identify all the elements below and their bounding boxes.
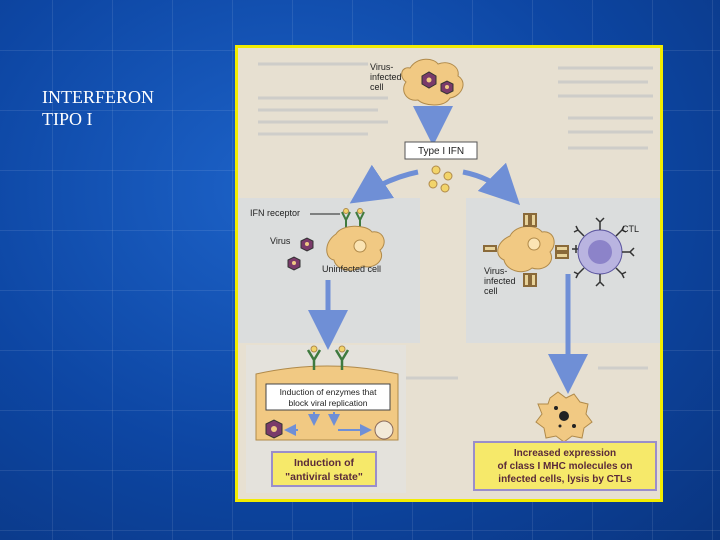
virus-label: Virus: [270, 236, 291, 246]
mhc-molecule-icon: [483, 213, 569, 287]
degraded-virus-icon: [374, 420, 394, 440]
arrow-to-uninfected: [349, 164, 419, 204]
virus-infected-cell-right: [497, 226, 555, 273]
type-ifn-label: Type I IFN: [418, 146, 464, 157]
antiviral-state-box: [271, 451, 377, 487]
uninfected-cell: [326, 225, 385, 271]
antiviral-line-1: Induction of: [294, 457, 355, 469]
virus-particle-icon: [300, 237, 314, 252]
virus-infected-top-label-2: infected: [370, 72, 402, 82]
ctl-label: CTL: [622, 224, 639, 234]
mhc-expression-box: [473, 441, 657, 491]
virus-infected-top-label-1: Virus-: [370, 62, 393, 72]
enzymes-line-1: Induction of enzymes that: [280, 387, 378, 397]
uninfected-cell-label: Uninfected cell: [322, 264, 381, 274]
arrow-to-infected: [462, 162, 521, 206]
virus-particle-icon: [265, 419, 283, 439]
antiviral-line-2: "antiviral state": [285, 471, 363, 483]
mhc-line-2: of class I MHC molecules on: [497, 461, 632, 472]
virus-infected-cell-top: [401, 58, 464, 106]
virus-particle-icon: [421, 71, 437, 89]
ctl-cell: [573, 217, 635, 287]
enzymes-line-2: block viral replication: [289, 398, 368, 408]
ifn-receptor-icon: [306, 345, 350, 370]
interferon-diagram: Virus- infected cell Type I IFN IFN rece…: [238, 48, 660, 499]
type-ifn-box: [404, 141, 478, 160]
ifn-receptor-label: IFN receptor: [250, 208, 300, 218]
virus-infected-right-label-2: infected: [484, 276, 516, 286]
slide-title-line2: TIPO I: [42, 109, 93, 129]
virus-infected-top-label-3: cell: [370, 82, 384, 92]
right-panel: [466, 198, 660, 343]
virus-particle-icon: [440, 80, 454, 95]
enzyme-arrows: [284, 412, 372, 436]
ifn-molecules: [428, 165, 453, 193]
figure-frame: Virus- infected cell Type I IFN IFN rece…: [235, 45, 663, 502]
mhc-line-1: Increased expression: [514, 448, 616, 459]
slide-title-line1: INTERFERON: [42, 87, 154, 107]
slide-title: INTERFERON TIPO I: [42, 86, 154, 130]
lysed-cell-icon: [535, 391, 593, 443]
virus-particle-icon: [287, 256, 301, 271]
virus-infected-right-label-1: Virus-: [484, 266, 507, 276]
mhc-line-3: infected cells, lysis by CTLs: [498, 474, 632, 485]
enzymes-box: [265, 383, 391, 411]
virus-infected-right-label-3: cell: [484, 286, 498, 296]
